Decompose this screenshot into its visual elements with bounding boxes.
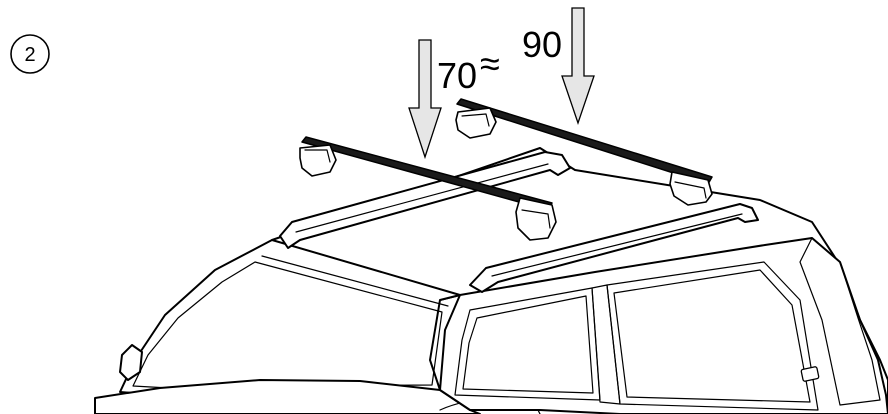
down-arrow-icon (408, 39, 442, 160)
crossbar-rear-right-foot (669, 171, 713, 206)
roof-rail-front (279, 151, 571, 249)
spacing-dimension-label: 70 ≈ 90 (437, 24, 562, 96)
spacing-arrows (408, 7, 595, 160)
down-arrow-icon (561, 7, 595, 126)
crossbar-front-bar (301, 136, 553, 211)
crossbar-front-right-foot (515, 197, 557, 241)
roof-rails (279, 151, 759, 293)
front-door-window (454, 287, 601, 401)
dimension-min: 70 (437, 55, 477, 96)
side-mirror (119, 344, 143, 381)
crossbar-rear (455, 98, 713, 206)
rear-door-window (606, 261, 819, 411)
side-body (439, 237, 888, 414)
door-handle (800, 366, 820, 382)
crossbar-front-left-foot (299, 144, 337, 177)
step-indicator: 2 (10, 34, 50, 74)
dimension-approx-symbol: ≈ (480, 43, 500, 84)
dimension-max: 90 (522, 24, 562, 65)
step-number: 2 (24, 44, 35, 66)
crossbar-front (299, 136, 557, 241)
crossbar-rear-left-foot (455, 107, 497, 139)
crossbar-rear-bar (456, 98, 713, 185)
roof-rail-rear (469, 203, 759, 293)
rear-quarter-panel (799, 237, 881, 406)
